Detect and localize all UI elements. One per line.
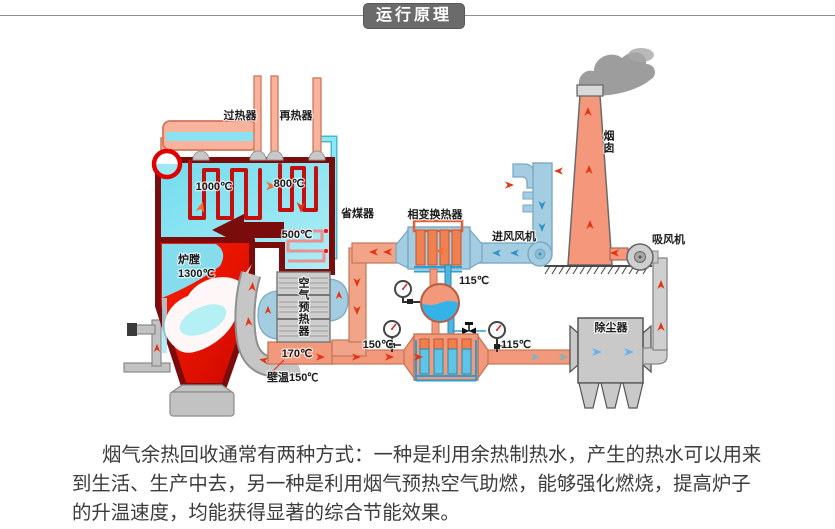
inlet-fan bbox=[527, 241, 553, 267]
reheater-pipe bbox=[312, 77, 322, 159]
suction-fan bbox=[626, 243, 654, 271]
temp-preheater-outlet: 170℃ bbox=[282, 348, 313, 360]
temp-reheater: 800℃ bbox=[274, 178, 305, 190]
economizer-coil bbox=[286, 229, 326, 263]
phase-change-hx-flue-side bbox=[403, 333, 489, 382]
phase-change-hx-air-side bbox=[395, 219, 483, 273]
pressure-gauge bbox=[488, 321, 506, 352]
water-tank-sphere bbox=[420, 283, 460, 323]
furnace bbox=[155, 237, 255, 389]
temp-hx-water: 115℃ bbox=[459, 275, 489, 287]
reheater-coil bbox=[278, 163, 318, 212]
ash-hopper bbox=[169, 384, 235, 417]
label-air-preheater: 空气预热器 bbox=[297, 276, 311, 337]
label-economizer: 省煤器 bbox=[340, 206, 375, 220]
pressure-gauge bbox=[394, 280, 420, 304]
temp-flue-after-hx: 115℃ bbox=[501, 339, 531, 351]
label-reheater: 再热器 bbox=[280, 108, 314, 122]
pressure-gauge bbox=[383, 320, 401, 352]
temp-furnace: 1300℃ bbox=[178, 268, 215, 280]
steam-header-pipes bbox=[160, 75, 326, 161]
wall-temp-pointer bbox=[271, 359, 285, 373]
label-chimney: 烟囱 bbox=[602, 129, 615, 154]
air-preheater bbox=[257, 271, 349, 343]
temp-superheater: 1000℃ bbox=[196, 181, 233, 193]
label-inlet-fan: 进风风机 bbox=[492, 229, 536, 243]
label-superheater: 过热器 bbox=[224, 108, 258, 122]
furnace-gas-pocket bbox=[162, 244, 224, 298]
temp-economizer: 500℃ bbox=[282, 229, 313, 241]
description-paragraph: 烟气余热回收通常有两种方式：一种是利用余热制热水，产生的热水可以用来到生活、生产… bbox=[72, 444, 762, 524]
superheater-coil bbox=[188, 160, 262, 220]
valve bbox=[452, 322, 486, 335]
hx-water-tubes bbox=[419, 338, 472, 375]
temp-flue-before-hx: 150℃ bbox=[363, 339, 394, 351]
label-suction-fan: 吸风机 bbox=[652, 232, 685, 246]
label-phase-change-hx: 相变换热器 bbox=[408, 207, 464, 221]
boiler-flue-gas-diagram: 过热器 再热器 省煤器 1000℃ 800℃ 500℃ 炉膛 1300℃ 空气预… bbox=[123, 48, 687, 417]
air-loop-right bbox=[329, 278, 349, 322]
label-wall-temp: 壁温150℃ bbox=[267, 370, 318, 384]
label-dust-collector: 除尘器 bbox=[595, 320, 629, 334]
air-loop-left bbox=[257, 290, 278, 340]
diagram-labels: 过热器 再热器 省煤器 1000℃ 800℃ 500℃ 炉膛 1300℃ 空气预… bbox=[177, 107, 687, 386]
section-title-badge: 运行原理 bbox=[363, 3, 465, 29]
page-title: 运行原理 bbox=[375, 7, 452, 24]
superheater-outlet-pipe bbox=[270, 75, 279, 159]
dust-collector bbox=[569, 317, 652, 409]
burner bbox=[123, 319, 171, 373]
boiler-drum bbox=[151, 148, 183, 180]
label-furnace: 炉膛 bbox=[178, 252, 200, 266]
